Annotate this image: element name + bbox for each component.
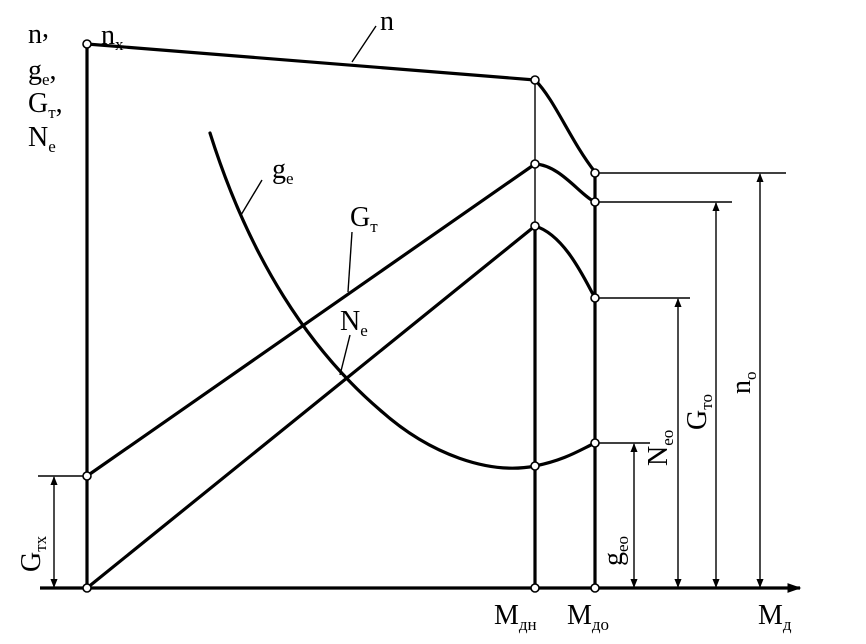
dimension-label-no: no [726,372,760,395]
Ne-leader-line [339,334,351,376]
series-ge-curve [208,131,597,470]
x-axis-label: Mд [758,600,792,634]
x-tick-label-Mdn: Mдн [494,600,537,634]
point-mdn-axis [530,583,540,593]
series-label-n: n [380,6,394,37]
series-Ne-curve [85,224,597,590]
y-axis-label-line-3: Gт, [28,88,63,122]
point-ge-mdo [590,438,600,448]
point-mdo-axis [590,583,600,593]
Gt-leader-line [347,231,353,293]
series-n-curve [85,42,597,174]
n-leader-line [351,25,377,63]
dimension-label-Neo: Neo [643,430,677,466]
series-label-ge: ge [272,154,294,188]
point-label-nx: nx [101,20,124,54]
point-Ne-mdo [590,293,600,303]
point-nx [82,39,92,49]
series-label-Ne: Ne [340,306,368,340]
point-label-Gtx: Gтх [16,535,50,572]
point-Ne-mdn [530,221,540,231]
point-n-mdn [530,75,540,85]
y-axis-label-line-4: Ne [28,122,56,156]
series-label-Gt: Gт [350,202,378,236]
dimension-label-geo: geo [598,536,632,566]
x-tick-label-Mdo: Mдо [567,600,609,634]
point-Gt-mdn [530,159,540,169]
y-axis-label-line-2: ge, [28,55,57,89]
y-axis-label-line-1: n, [28,13,49,50]
point-Gt-mdo [590,197,600,207]
dimension-label-Gto: Gто [682,394,716,430]
point-ge-mdn [530,461,540,471]
ge-leader-line [240,179,263,216]
point-n-mdo [590,168,600,178]
point-Gtx [82,471,92,481]
point-origin [82,583,92,593]
